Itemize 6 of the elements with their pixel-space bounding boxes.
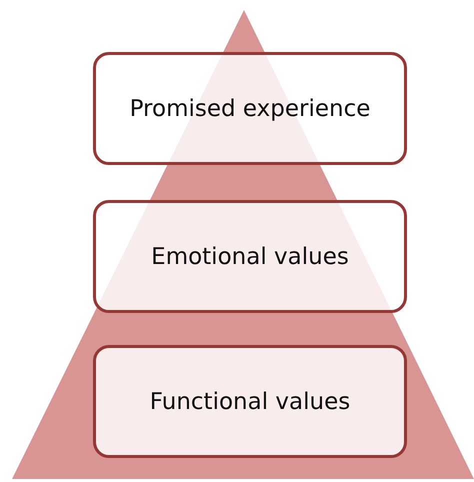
box-label: Functional values <box>150 388 350 414</box>
text-box <box>93 200 407 313</box>
box-label: Promised experience <box>130 96 370 122</box>
box-label: Emotional values <box>151 244 349 270</box>
text-box <box>93 52 407 165</box>
text-box <box>93 345 407 458</box>
